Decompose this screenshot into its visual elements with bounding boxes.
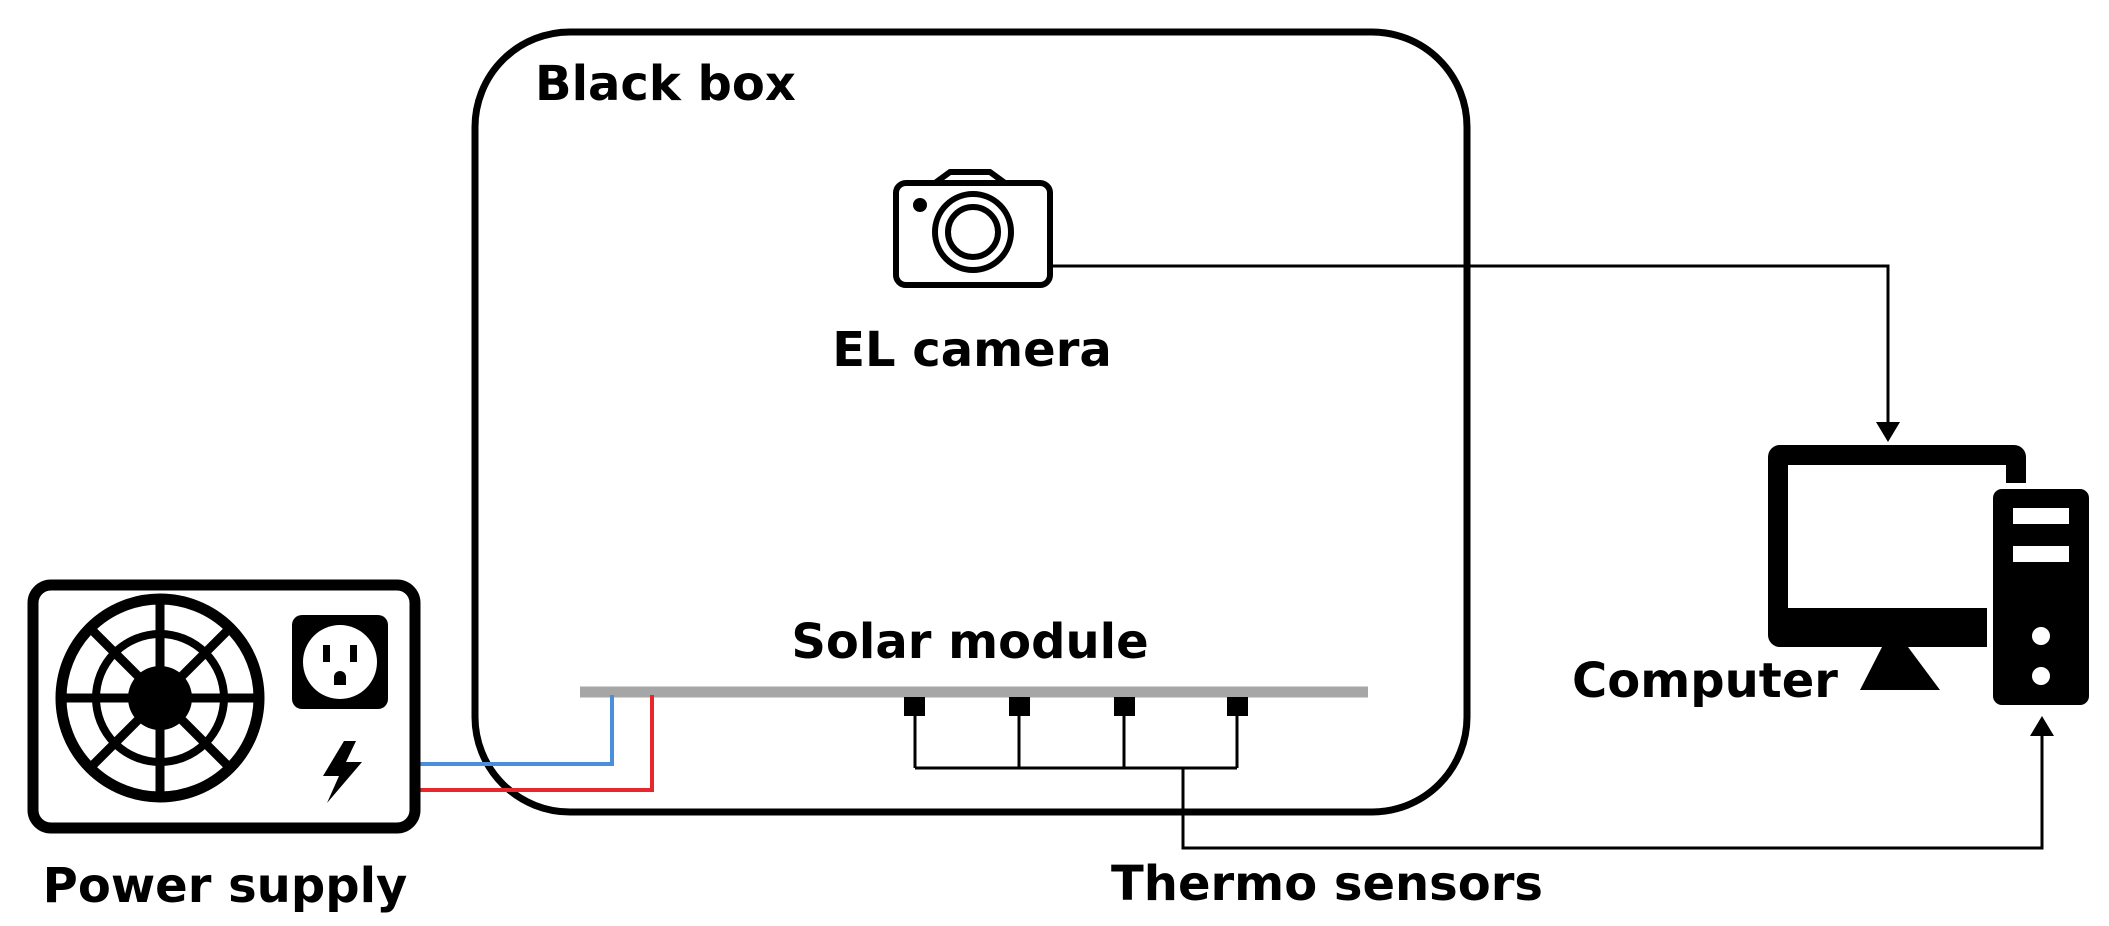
desktop-computer-icon (1768, 445, 2095, 711)
power-supply-label: Power supply (43, 858, 408, 914)
power-outlet-icon (292, 615, 388, 709)
monitor-stand (1860, 647, 1940, 690)
positive-wire (415, 695, 654, 792)
thermo-sensor (1009, 697, 1030, 716)
camera-icon (893, 169, 1053, 288)
black-box-label: Black box (535, 56, 796, 112)
thermo-sensor (1227, 697, 1248, 716)
solar-module-label: Solar module (791, 614, 1148, 670)
fan-icon (55, 593, 265, 803)
camera-to-computer-line (1053, 264, 1890, 428)
computer-label: Computer (1572, 653, 1838, 709)
el-camera-label: EL camera (832, 322, 1112, 378)
thermo-sensors-label: Thermo sensors (1111, 856, 1543, 912)
pc-tower (1987, 483, 2095, 711)
sensors-to-computer-line (1181, 730, 2044, 850)
lightning-bolt-icon (323, 741, 362, 803)
arrowhead-computer-top (1876, 422, 1900, 442)
thermo-sensor (1114, 697, 1135, 716)
negative-wire (415, 695, 614, 766)
thermo-sensors (904, 697, 1248, 770)
arrowhead-computer-bottom (2030, 716, 2054, 736)
power-supply-icon (27, 579, 421, 834)
thermo-sensor (904, 697, 925, 716)
black-box-outline (471, 28, 1471, 816)
